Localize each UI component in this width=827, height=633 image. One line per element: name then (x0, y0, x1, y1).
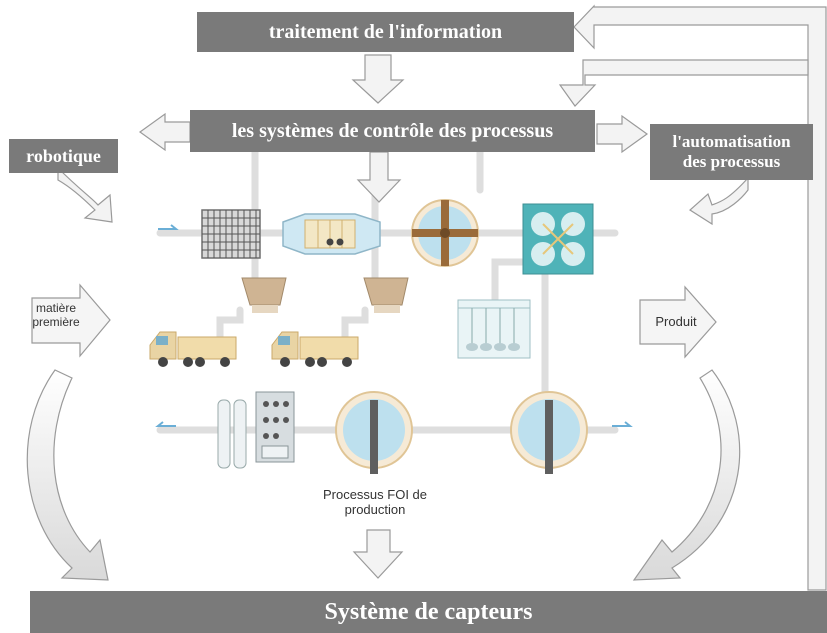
sensor-system-label: Système de capteurs (324, 598, 533, 625)
curved-arrow-robotics (57, 166, 113, 223)
down-arrow-top (351, 54, 405, 104)
info-processing-box: traitement de l'information (197, 12, 574, 52)
robotics-label: robotique (26, 145, 101, 166)
raw-material-arrow (31, 283, 111, 358)
automation-box: l'automatisation des processus (650, 124, 813, 180)
hopper-right (363, 277, 409, 313)
process-control-label: les systèmes de contrôle des processus (231, 119, 554, 142)
feedback-loop-arrow (573, 4, 827, 591)
raw-material-label: matière première (30, 301, 82, 330)
feedback-inner-arrow (558, 59, 809, 107)
info-processing-label: traitement de l'information (268, 20, 503, 43)
process-label: Processus FOI de production (305, 487, 445, 518)
filter-grid-unit (201, 209, 261, 259)
process-control-box: les systèmes de contrôle des processus (190, 110, 595, 152)
product-arrow (639, 285, 717, 359)
clarifier-top (411, 199, 479, 267)
aeration-rack (457, 299, 531, 359)
product-text: Produit (655, 314, 697, 329)
fan-unit (522, 203, 594, 275)
process-line1: Processus FOI de (322, 487, 428, 502)
clarifier-bottom-right (510, 391, 588, 474)
raw-material-line1: matière (35, 301, 76, 315)
hopper-left (241, 277, 287, 313)
raw-material-line2: première (32, 314, 80, 329)
product-label: Produit (646, 314, 706, 330)
automation-label-line1: l'automatisation (672, 131, 791, 151)
curved-arrow-left (26, 369, 109, 581)
clarifier-bottom-left (335, 391, 413, 474)
curved-arrow-automation (689, 176, 749, 226)
left-arrow-robotics (138, 112, 191, 152)
automation-label-line2: des processus (682, 152, 781, 171)
truck-left (149, 331, 237, 367)
process-line2: production (344, 501, 406, 517)
down-arrow-sensors (352, 529, 404, 579)
robotics-box: robotique (9, 139, 118, 173)
flow-indicators (155, 224, 633, 427)
reverse-osmosis-unit (217, 391, 295, 469)
horizontal-reactor (282, 213, 381, 255)
right-arrow-automation (596, 114, 649, 154)
truck-right (271, 331, 359, 367)
curved-arrow-right (632, 369, 741, 581)
sensor-system-box: Système de capteurs (30, 591, 827, 633)
down-arrow-control (356, 151, 402, 203)
